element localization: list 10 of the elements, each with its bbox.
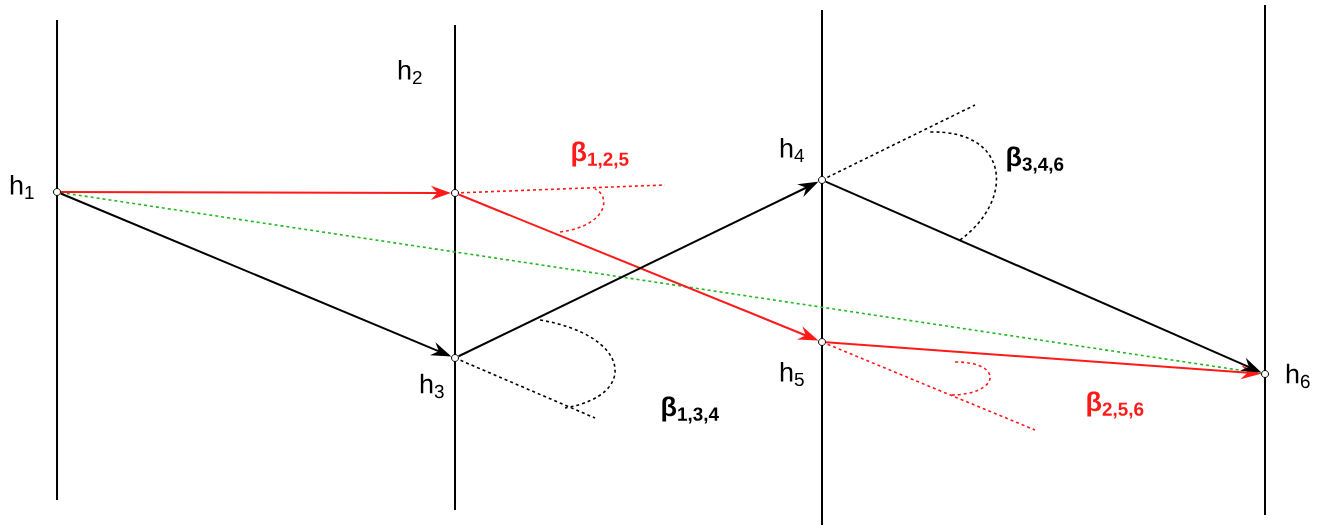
point-label: h$_{3}$: [420, 373, 444, 399]
angle-label: β$_{1,2,5}$: [572, 141, 629, 169]
point-label: h$_{5}$: [780, 361, 804, 387]
angle-label: β$_{1,3,4}$: [662, 396, 719, 424]
point-label: h$_{2}$: [398, 59, 422, 85]
point-label: h$_{6}$: [1286, 363, 1310, 389]
angle-label: β$_{3,4,6}$: [1007, 146, 1064, 174]
point-label: h$_{4}$: [780, 138, 804, 162]
angle-label: β$_{2,5,6}$: [1087, 391, 1144, 419]
point-label: h$_{1}$: [10, 175, 34, 199]
